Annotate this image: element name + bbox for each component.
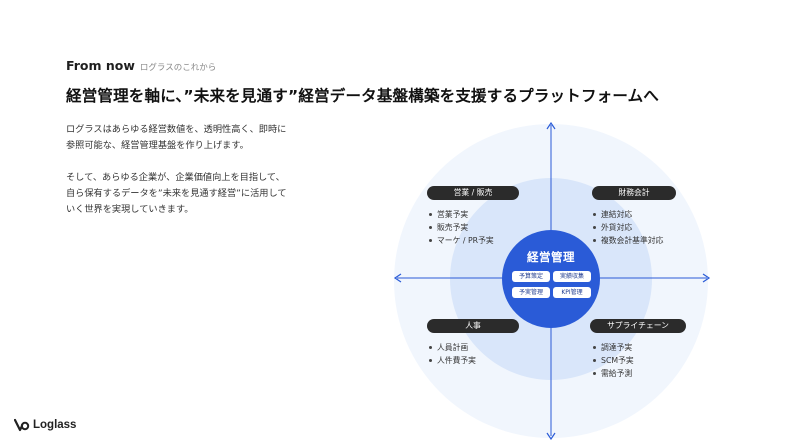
quadrant-label-finance: 財務会計	[592, 186, 676, 200]
quadrant-label-hr: 人事	[427, 319, 519, 333]
list-item: 需給予測	[592, 367, 634, 380]
eyebrow-label: From now	[66, 58, 135, 73]
list-item: 人件費予実	[428, 354, 476, 367]
chip-budgeting: 予算策定	[512, 271, 550, 282]
chip-actuals: 実績収集	[553, 271, 591, 282]
list-item: 連結対応	[592, 208, 663, 221]
quadrant-label-supply-chain: サプライチェーン	[590, 319, 686, 333]
loglass-mark-icon	[14, 418, 30, 432]
logo-text: Loglass	[33, 419, 77, 431]
finance-list: 連結対応 外貨対応 複数会計基準対応	[592, 208, 663, 247]
list-item: 販売予実	[428, 221, 494, 234]
hr-list: 人員計画 人件費予実	[428, 341, 476, 367]
supply-chain-list: 調達予実 SCM予実 需給予測	[592, 341, 634, 380]
list-item: 人員計画	[428, 341, 476, 354]
eyebrow-sublabel: ログラスのこれから	[139, 63, 217, 73]
chip-budget-actual: 予実管理	[512, 287, 550, 298]
sales-list: 営業予実 販売予実 マーケ / PR予実	[428, 208, 494, 247]
core-circle: 経営管理 予算策定 実績収集 予実管理 KPI管理	[502, 230, 600, 328]
chip-kpi: KPI管理	[553, 287, 591, 298]
quadrant-label-sales: 営業 / 販売	[427, 186, 519, 200]
body-paragraph-1: ログラスはあらゆる経営数値を、透明性高く、即時に 参照可能な、経営管理基盤を作り…	[66, 124, 287, 151]
list-item: 調達予実	[592, 341, 634, 354]
list-item: 営業予実	[428, 208, 494, 221]
platform-diagram: 経営管理 予算策定 実績収集 予実管理 KPI管理 営業 / 販売 営業予実 販…	[392, 122, 712, 440]
body-paragraph-2: そして、あらゆる企業が、企業価値向上を目指して、 自ら保有するデータを”未来を見…	[66, 172, 287, 215]
core-title: 経営管理	[527, 250, 575, 264]
section-header: From now ログラスのこれから	[66, 58, 216, 73]
list-item: SCM予実	[592, 354, 634, 367]
loglass-logo: Loglass	[14, 418, 76, 432]
list-item: 複数会計基準対応	[592, 234, 663, 247]
page-title: 経営管理を軸に、”未来を見通す”経営データ基盤構築を支援するプラットフォームへ	[66, 87, 659, 105]
list-item: 外貨対応	[592, 221, 663, 234]
list-item: マーケ / PR予実	[428, 234, 494, 247]
